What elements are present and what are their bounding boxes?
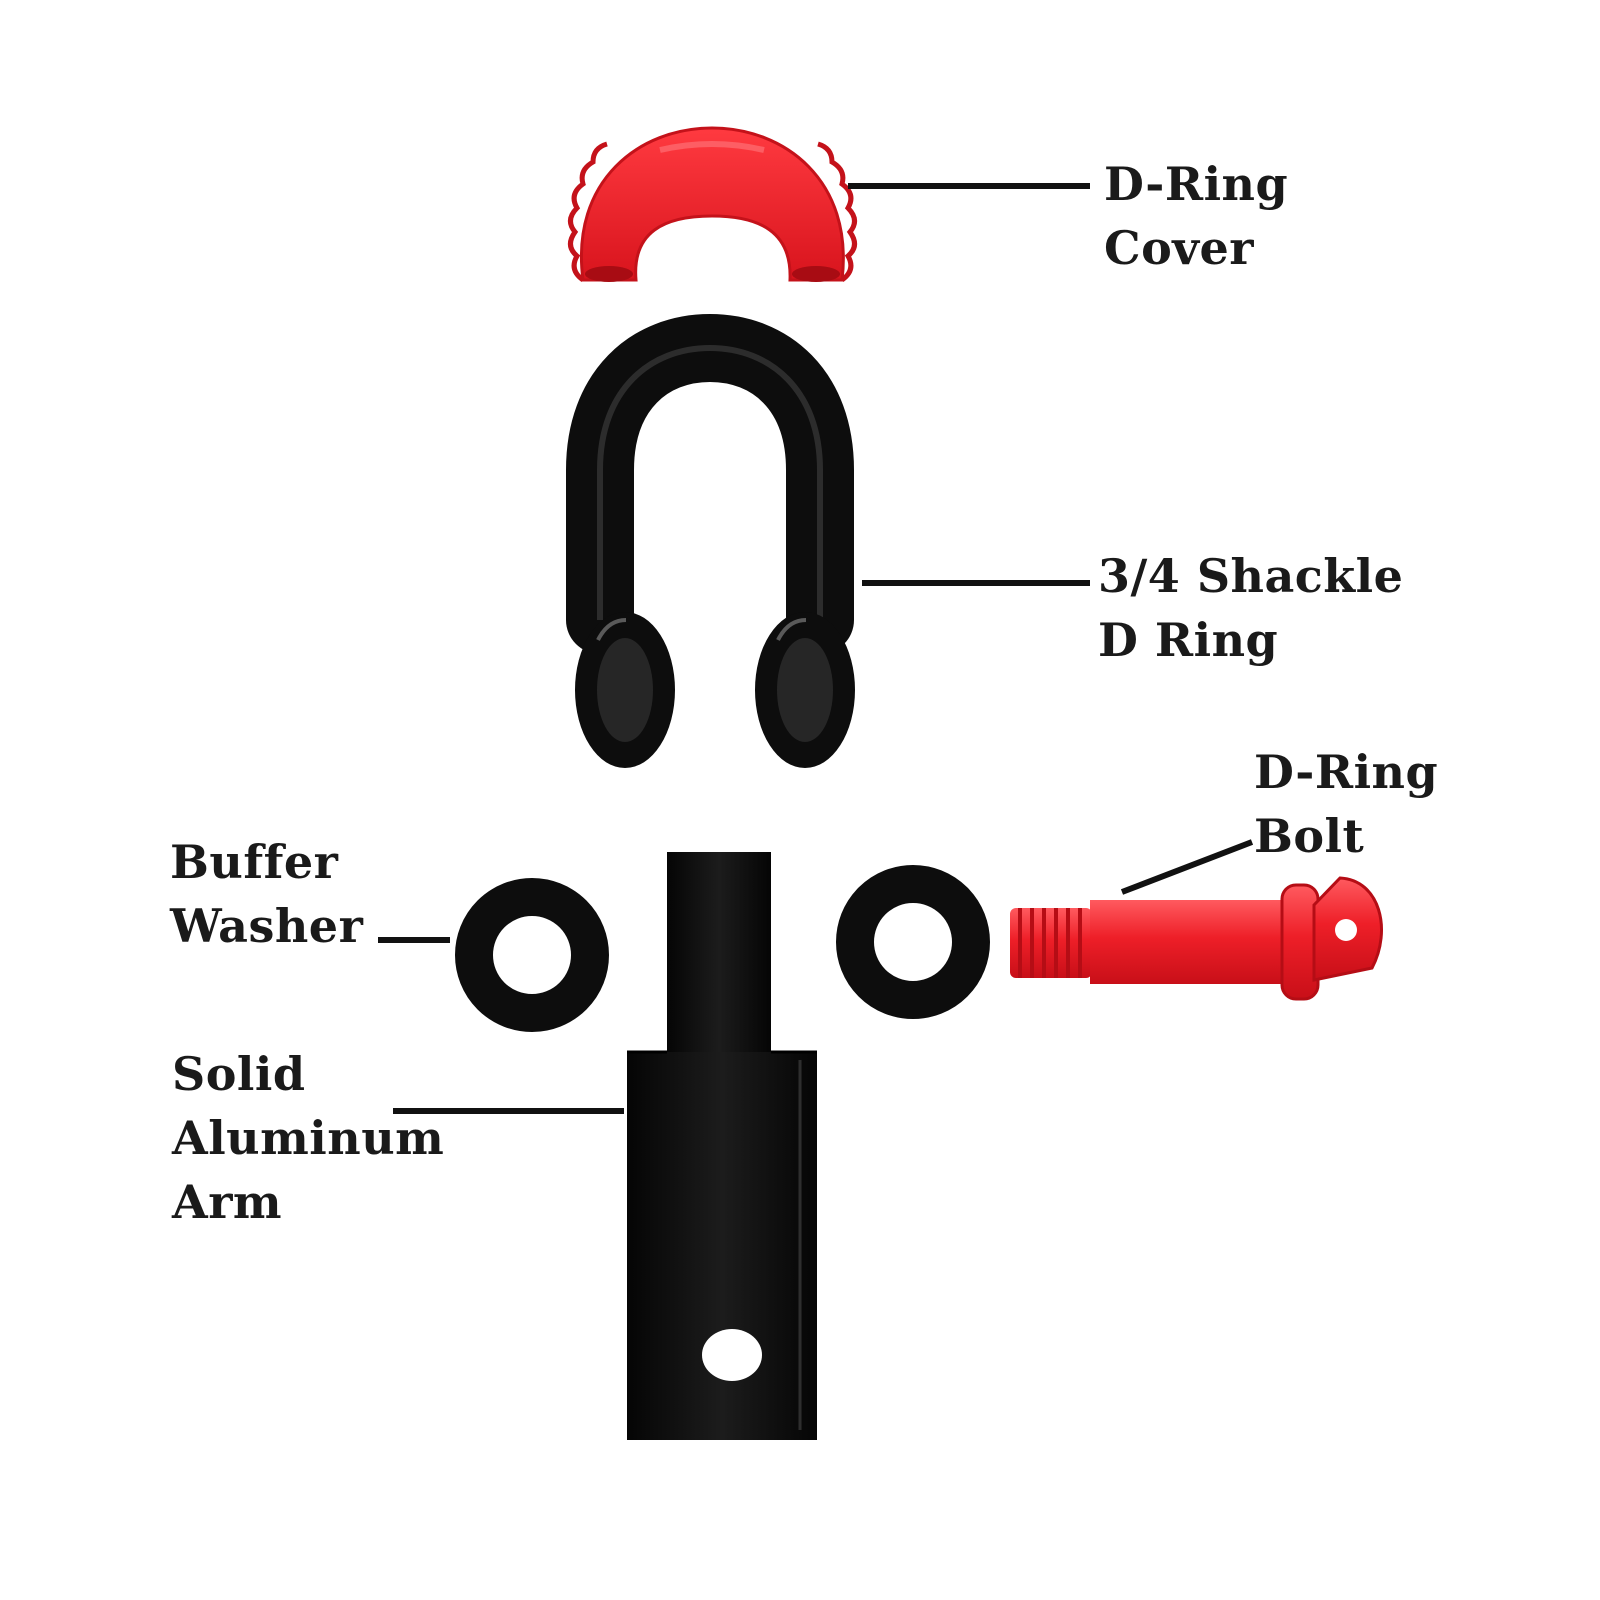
label-dring-cover: D-Ring Cover	[1104, 152, 1288, 280]
shackle-part	[566, 313, 855, 768]
buffer-washer-right	[836, 865, 990, 1019]
label-buffer-washer-line1: Buffer	[170, 835, 339, 889]
label-dring-bolt-line2: Bolt	[1254, 809, 1365, 863]
label-buffer-washer: Buffer Washer	[170, 830, 363, 958]
aluminum-arm-part	[627, 852, 817, 1440]
label-shackle-line1: 3/4 Shackle	[1098, 549, 1404, 603]
label-aluminum-arm: Solid Aluminum Arm	[172, 1042, 444, 1234]
label-dring-cover-line1: D-Ring	[1104, 157, 1289, 211]
label-shackle-line2: D Ring	[1098, 613, 1279, 667]
label-buffer-washer-line2: Washer	[170, 899, 364, 953]
label-dring-bolt-line1: D-Ring	[1254, 745, 1439, 799]
label-aluminum-arm-line3: Arm	[172, 1175, 283, 1229]
dring-bolt-part	[1010, 876, 1383, 1001]
label-aluminum-arm-line2: Aluminum	[172, 1111, 445, 1165]
label-shackle: 3/4 Shackle D Ring	[1098, 544, 1403, 672]
label-aluminum-arm-line1: Solid	[172, 1047, 306, 1101]
dring-cover-part	[568, 126, 857, 283]
buffer-washer-left	[455, 878, 609, 1032]
label-dring-bolt: D-Ring Bolt	[1254, 740, 1438, 868]
leader-dring-bolt	[1120, 839, 1254, 895]
label-dring-cover-line2: Cover	[1104, 221, 1255, 275]
